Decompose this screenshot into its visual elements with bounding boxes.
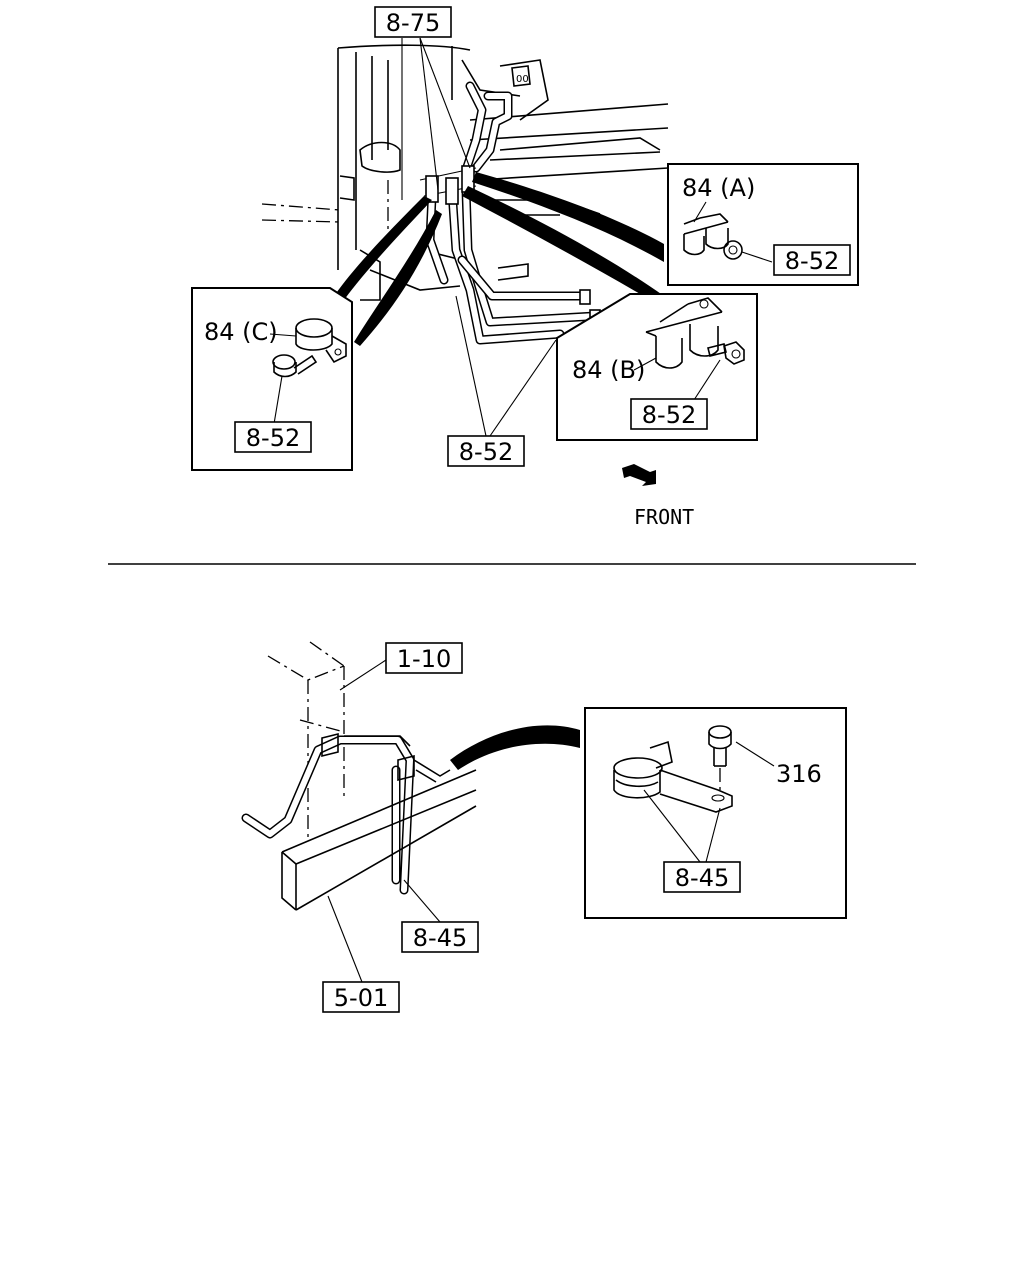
front-direction-indicator: FRONT — [622, 464, 694, 529]
detail-8-45-label: 8-45 — [675, 864, 729, 892]
front-label: FRONT — [634, 505, 694, 529]
svg-text:00: 00 — [516, 74, 529, 85]
callout-5-01-label: 5-01 — [334, 984, 388, 1012]
clamp-a-icon — [683, 213, 729, 256]
bolt-b-icon — [707, 341, 745, 365]
callout-8-75: 8-75 — [374, 6, 452, 38]
detail-leader-swooshes — [334, 172, 664, 346]
bolt-b-label: 8-52 — [642, 401, 696, 429]
bolt-316-label: 316 — [776, 760, 822, 788]
detail-box-clamp-b: 84 (B) 8-52 — [556, 293, 758, 441]
bolt-316-icon — [708, 725, 732, 792]
callout-8-75-label: 8-75 — [386, 9, 440, 37]
bolt-c-label: 8-52 — [246, 424, 300, 452]
leaders-8-52-main — [455, 295, 557, 437]
detail-box-clamp-c: 84 (C) 8-52 — [191, 287, 353, 471]
top-assembly-diagram: 00 — [191, 6, 859, 529]
front-arrow-icon — [622, 464, 656, 486]
nut-a-icon — [723, 240, 743, 260]
callout-8-45-label: 8-45 — [413, 924, 467, 952]
callout-1-10-label: 1-10 — [397, 645, 451, 673]
pipe-clamp-icon — [613, 740, 733, 813]
callout-8-45: 8-45 — [401, 879, 479, 953]
side-rail — [281, 769, 477, 911]
detail-box-clamp-a: 84 (A) 8-52 — [667, 163, 859, 286]
callout-8-52-main-label: 8-52 — [459, 438, 513, 466]
leaders-8-75 — [401, 37, 471, 200]
clamp-c-icon — [295, 318, 347, 364]
clamp-b-icon — [645, 297, 723, 369]
callout-1-10: 1-10 — [339, 642, 463, 691]
bolt-a-label: 8-52 — [785, 247, 839, 275]
detail-box-pipe-clamp: 316 8-45 — [584, 707, 847, 919]
bottom-assembly-diagram: 1-10 8-45 5-01 — [241, 641, 847, 1013]
callout-8-52-main: 8-52 — [447, 435, 525, 467]
pipe-run-bottom — [241, 732, 451, 895]
callout-5-01: 5-01 — [322, 895, 400, 1013]
detail-leader-swoosh-bottom — [450, 725, 580, 770]
clamp-c-label: 84 (C) — [204, 318, 278, 346]
clamp-b-label: 84 (B) — [572, 356, 645, 384]
bolt-c-icon — [272, 354, 318, 378]
clamp-a-label: 84 (A) — [682, 174, 755, 202]
